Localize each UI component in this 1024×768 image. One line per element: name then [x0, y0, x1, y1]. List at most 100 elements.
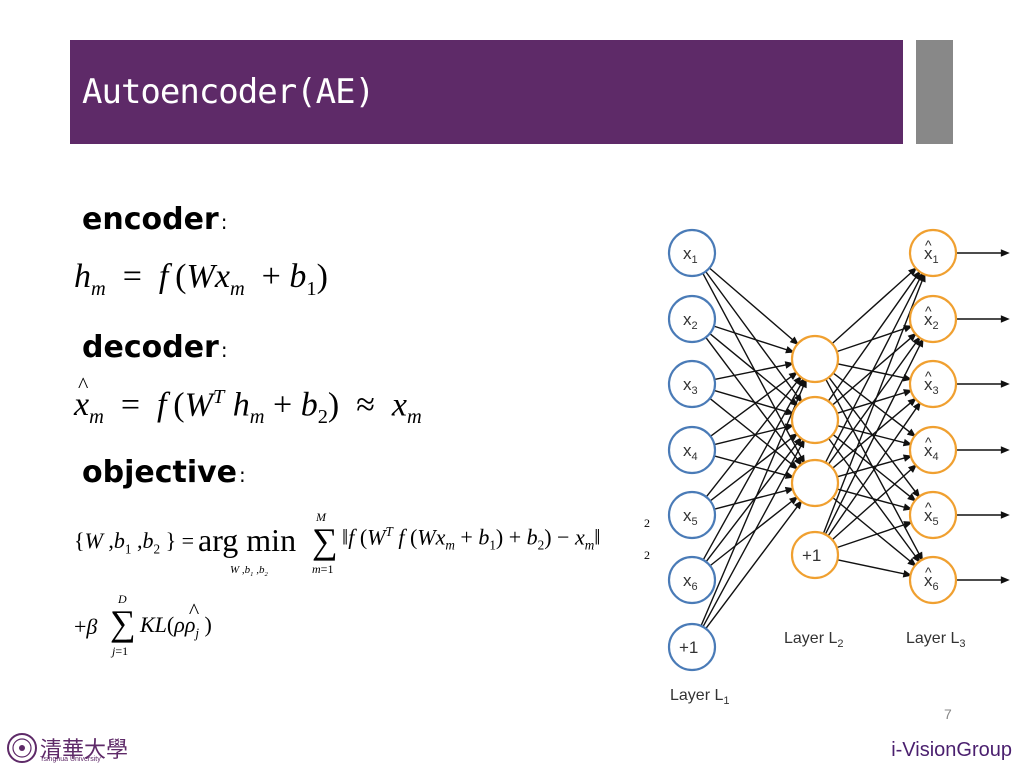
objective-colon: : [239, 463, 246, 487]
edge-in6-hid1 [702, 439, 805, 628]
output-node-6 [908, 555, 958, 605]
edge-hid3-out2-arrow [912, 401, 921, 411]
output-node-label-2-hat: ^ [925, 303, 932, 319]
decoder-formula: xm = f (WT hm + b2) ≈ xm [74, 372, 422, 429]
hidden-node-3 [790, 458, 840, 508]
hidden-node-1 [790, 334, 840, 384]
input-node-3 [667, 359, 717, 409]
edge-hid3-out1-arrow [916, 337, 924, 348]
university-seal-icon [7, 733, 37, 763]
edge-hid2-out4 [837, 488, 911, 510]
network-edges [700, 249, 1010, 630]
edge-in3-hid2 [714, 455, 793, 478]
edge-hid2-out5-arrow [907, 557, 917, 567]
output-arrowhead-3 [1000, 446, 1010, 454]
output-node-1 [908, 228, 958, 278]
input-bias-node [667, 622, 717, 672]
edge-hid0-out0 [831, 267, 917, 345]
edge-in4-hid1 [709, 433, 798, 502]
output-node-2 [908, 294, 958, 344]
edge-hid3-out5-arrow [902, 570, 913, 578]
edge-hid1-out4-arrow [907, 493, 917, 502]
edge-hid0-out4-arrow [911, 488, 921, 499]
edge-in0-hid1 [705, 271, 802, 402]
edge-hid1-out3-arrow [902, 438, 913, 447]
edge-in0-hid2 [702, 272, 805, 464]
edge-hid3-out4 [836, 521, 912, 549]
encoder-text: encoder [82, 202, 219, 237]
edge-in0-hid0 [708, 267, 799, 345]
edge-hid3-out3 [831, 464, 917, 541]
page-number: 7 [944, 706, 952, 722]
edge-in2-hid2 [709, 397, 798, 470]
edge-hid1-out5-arrow [912, 553, 921, 563]
edge-hid3-out4-arrow [903, 521, 913, 529]
edge-in2-hid1 [713, 389, 794, 415]
encoder-label: encoder: [82, 202, 227, 237]
edge-in3-hid2-arrow [784, 471, 795, 479]
edge-hid3-out2 [827, 402, 921, 537]
layer2-label: Layer L2 [784, 630, 844, 650]
edge-hid0-out2 [837, 363, 911, 380]
edge-hid3-out1 [824, 339, 924, 535]
objective-formula: {W ,b1 ,b2 } = arg min W ,b1 ,b2 M ∑ m=1… [74, 510, 650, 579]
input-bias-label: +1 [679, 638, 698, 657]
edge-hid0-out1-arrow [903, 325, 913, 333]
edge-in4-hid0 [705, 376, 802, 498]
edge-in1-hid0-arrow [785, 346, 795, 354]
layer1-label: Layer L1 [670, 687, 730, 707]
brand-name: i-VisionGroup [891, 739, 1012, 761]
edge-in5-hid1 [705, 437, 802, 563]
sparsity-formula: +β D ∑ j=1 KL(ρρj ) [74, 592, 374, 662]
output-node-label-3-hat: ^ [925, 368, 932, 384]
encoder-formula: hm = f (Wxm + b1) [74, 258, 328, 300]
hidden-bias-node [790, 530, 840, 580]
edge-in5-hid2 [709, 496, 798, 567]
edge-hid3-out3-arrow [907, 464, 918, 473]
encoder-colon: : [220, 210, 228, 234]
edge-hid3-out0 [822, 274, 926, 534]
edge-hid2-out0 [824, 273, 924, 463]
edge-hid2-out2 [832, 398, 916, 469]
edge-hid0-out3-arrow [906, 428, 917, 438]
edge-in5-hid2-arrow [788, 496, 799, 505]
edge-in1-hid0 [713, 325, 794, 353]
edge-in6-hid0-arrow [799, 378, 807, 389]
input-node-5 [667, 490, 717, 540]
edge-hid1-out1-arrow [907, 332, 917, 342]
edge-in0-hid0-arrow [789, 336, 799, 346]
hidden-node-2 [790, 395, 840, 445]
edge-in6-hid1-arrow [797, 438, 805, 449]
edge-in5-hid0 [702, 378, 805, 561]
title-side-accent [916, 40, 953, 144]
edge-hid1-out3 [837, 424, 911, 446]
edge-hid2-out3 [836, 455, 912, 478]
edge-hid1-out2-arrow [903, 389, 913, 397]
input-node-6 [667, 555, 717, 605]
edge-hid3-out5 [837, 559, 911, 576]
objective-label: objective: [82, 455, 246, 490]
edge-in4-hid2-arrow [784, 486, 795, 495]
edge-in1-hid2 [705, 336, 802, 466]
input-node-2 [667, 294, 717, 344]
edge-hid1-out4 [832, 433, 916, 502]
edge-in6-hid2 [705, 500, 802, 630]
edge-in3-hid0-arrow [788, 371, 798, 380]
output-arrowhead-1 [1000, 315, 1010, 323]
decoder-label: decoder: [82, 330, 228, 365]
input-node-1 [667, 228, 717, 278]
edge-in1-hid2-arrow [793, 456, 803, 467]
output-node-label-6-hat: ^ [925, 564, 932, 580]
hidden-bias-label: +1 [802, 546, 821, 565]
output-node-label-5-hat: ^ [925, 499, 932, 515]
edge-in6-hid0 [700, 379, 807, 627]
edge-in3-hid0 [710, 372, 797, 437]
output-arrowhead-0 [1000, 249, 1010, 257]
edge-hid2-out2-arrow [907, 397, 917, 407]
edge-in1-hid1 [709, 333, 798, 406]
edge-in2-hid0-arrow [784, 361, 795, 369]
edge-in2-hid0 [714, 362, 793, 381]
slide-title: Autoencoder(AE) [82, 72, 375, 112]
